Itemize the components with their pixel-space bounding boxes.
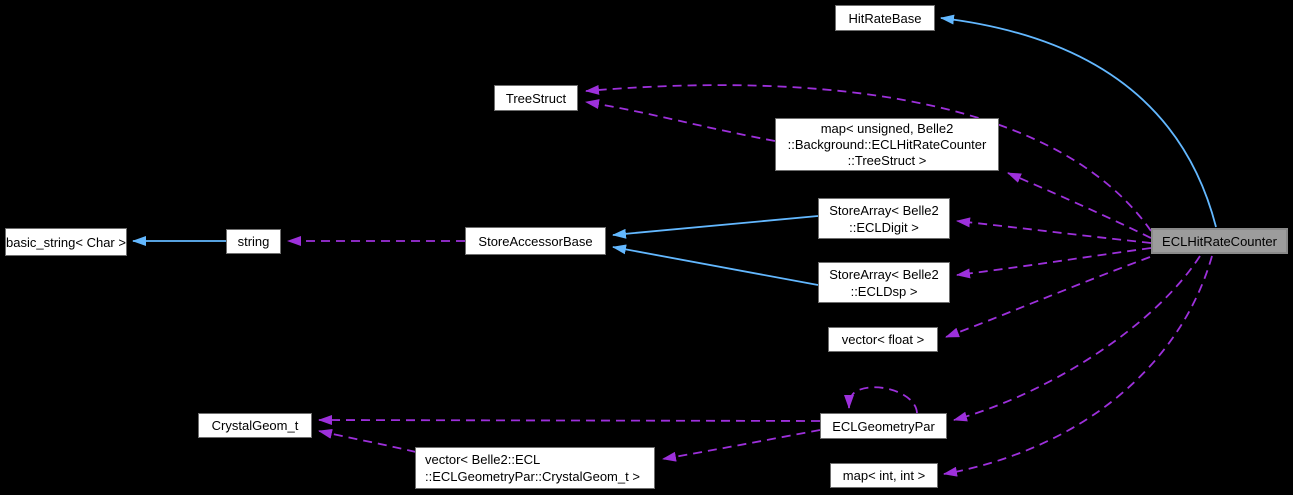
edge-eclhitratecounter-maptree [1007,172,1152,239]
node-label-line: ::ECLDigit > [849,219,919,235]
node-storeaccessorbase[interactable]: StoreAccessorBase [465,227,606,255]
node-label: vector< float > [841,332,925,347]
node-crystalgeom-t[interactable]: CrystalGeom_t [198,413,312,438]
node-vector-crystalgeom: vector< Belle2::ECL ::ECLGeometryPar::Cr… [415,447,655,489]
node-label-line: ::ECLDsp > [850,283,918,299]
edge-eclhitratecounter-vectorfloat [945,256,1151,338]
node-label-line: StoreArray< Belle2 [829,202,939,218]
edge-eclhitratecounter-hitratebase [940,14,1217,228]
node-label-line: ::Background::ECLHitRateCounter [787,136,987,152]
node-label-line: ::TreeStruct > [847,152,927,168]
node-eclhitratecounter-current: ECLHitRateCounter [1151,228,1288,254]
node-map-unsigned-treestruct: map< unsigned, Belle2 ::Background::ECLH… [775,118,999,171]
edge-eclgeometrypar-selfloop [844,386,918,414]
node-label: TreeStruct [505,90,567,106]
node-label: string [237,234,270,249]
edge-eclhitratecounter-mapintint [943,255,1213,477]
node-treestruct[interactable]: TreeStruct [494,85,578,111]
edge-maptree-treestruct [585,99,776,142]
edge-eclhitratecounter-storearrayecldigit [956,217,1152,244]
node-label-line: vector< Belle2::ECL [425,452,541,467]
node-label: basic_string< Char > [6,234,126,250]
edge-eclgeometrypar-vectorcrystalgeom [662,429,821,462]
edge-eclhitratecounter-treestruct [585,84,1152,232]
node-map-int-int: map< int, int > [830,463,938,488]
node-storearray-ecldsp[interactable]: StoreArray< Belle2 ::ECLDsp > [818,262,950,303]
node-eclgeometrypar[interactable]: ECLGeometryPar [820,413,947,439]
node-basic-string: basic_string< Char > [5,228,127,256]
node-hitratebase[interactable]: HitRateBase [835,5,935,31]
edge-eclhitratecounter-storearrayecldsp [956,247,1152,279]
edge-eclgeometrypar-crystalgeom [318,415,821,426]
edge-vectorcrystalgeom-crystalgeom [318,428,417,453]
node-label-line: StoreArray< Belle2 [829,266,939,282]
edge-eclhitratecounter-eclgeometrypar [953,255,1201,422]
node-label: CrystalGeom_t [211,418,299,433]
node-label-line: map< unsigned, Belle2 [820,120,954,136]
node-vector-float: vector< float > [828,327,938,352]
node-string: string [226,229,281,254]
node-label-line: ::ECLGeometryPar::CrystalGeom_t > [425,469,640,484]
node-label: ECLHitRateCounter [1162,233,1277,249]
edge-storearrayecldsp-storeaccessorbase [612,244,819,286]
node-label: map< int, int > [842,468,926,483]
node-label: HitRateBase [848,10,922,26]
node-storearray-ecldigit[interactable]: StoreArray< Belle2 ::ECLDigit > [818,198,950,239]
edge-storearrayecldigit-storeaccessorbase [612,215,819,239]
node-label: StoreAccessorBase [478,233,593,249]
node-label: ECLGeometryPar [832,418,935,434]
